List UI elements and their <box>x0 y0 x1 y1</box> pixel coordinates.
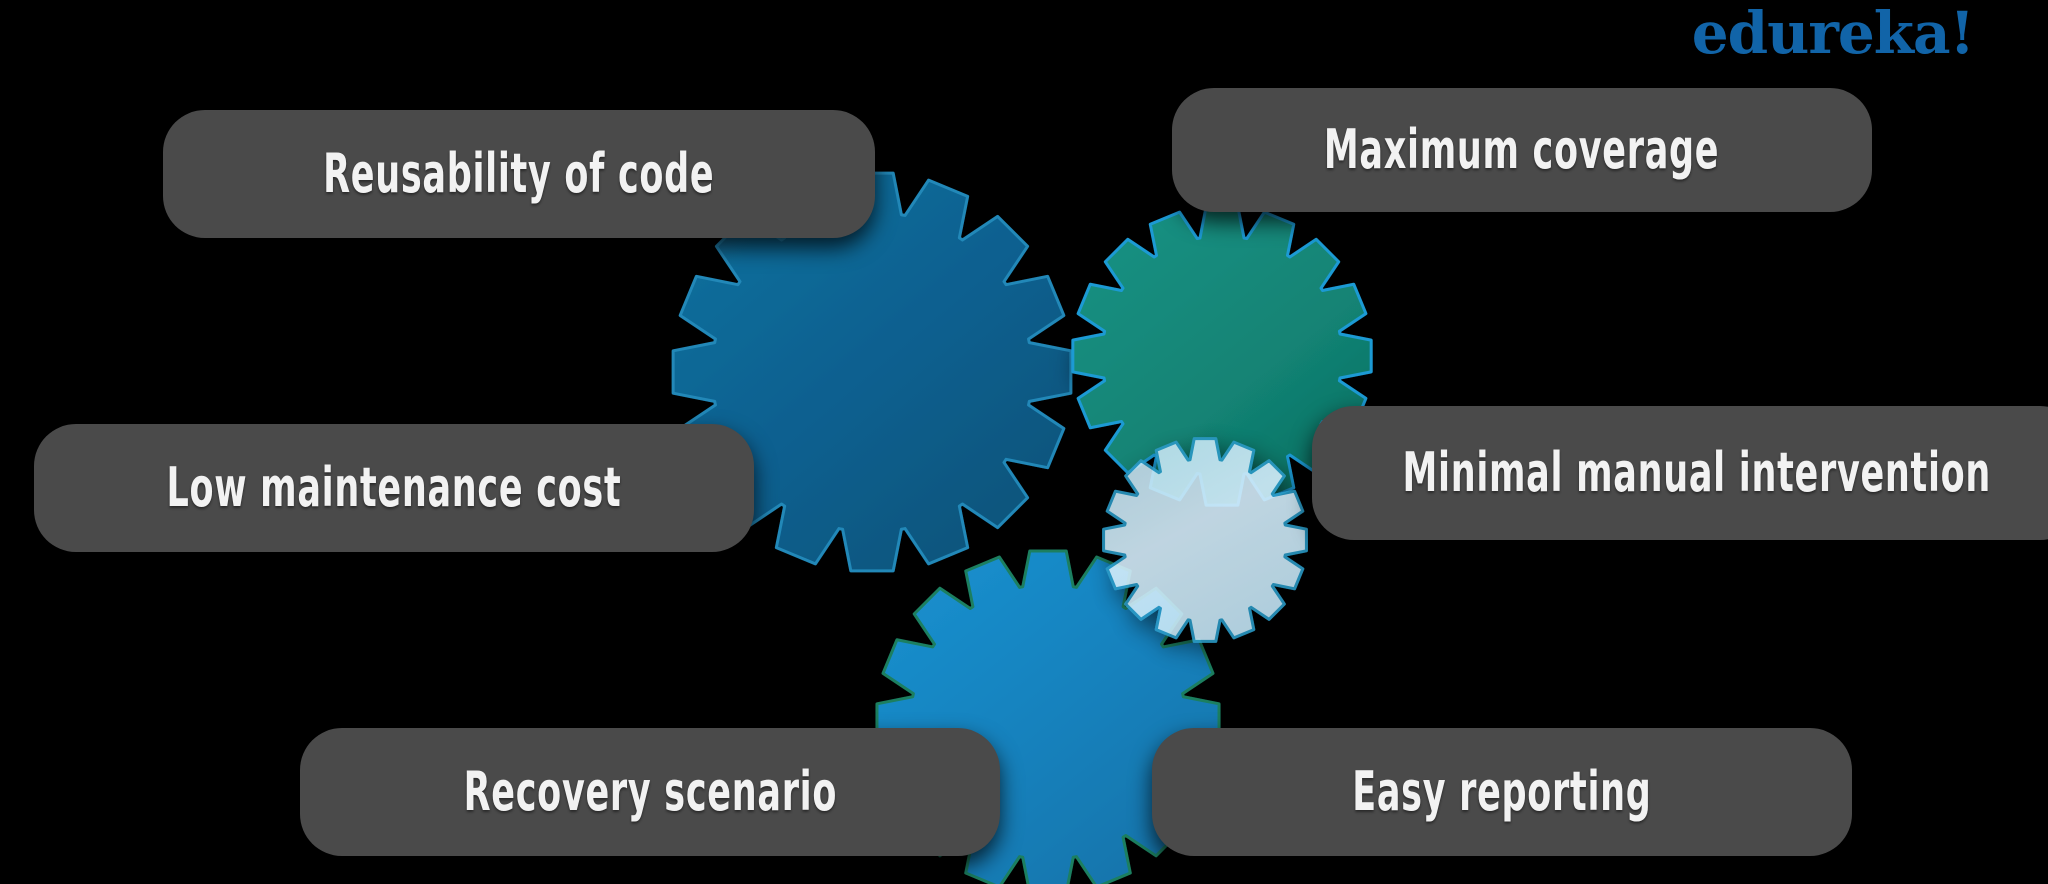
label-text: Reusability of code <box>323 142 715 205</box>
label-text: Maximum coverage <box>1324 118 1720 181</box>
label-pill-maximum-coverage[interactable]: Maximum coverage <box>1172 88 1872 212</box>
gear-pale-blue <box>1102 437 1308 643</box>
label-text: Recovery scenario <box>463 760 837 823</box>
label-pill-low-maintenance-cost[interactable]: Low maintenance cost <box>34 424 754 552</box>
label-pill-easy-reporting[interactable]: Easy reporting <box>1152 728 1852 856</box>
label-pill-recovery-scenario[interactable]: Recovery scenario <box>300 728 1000 856</box>
edureka-logo: edureka! <box>1691 0 1975 67</box>
label-pill-reusability-of-code[interactable]: Reusability of code <box>163 110 875 238</box>
label-text: Minimal manual intervention <box>1402 441 1992 504</box>
label-pill-minimal-manual-intervention[interactable]: Minimal manual intervention <box>1312 406 2048 540</box>
label-text: Easy reporting <box>1352 760 1652 823</box>
label-text: Low maintenance cost <box>166 456 622 519</box>
